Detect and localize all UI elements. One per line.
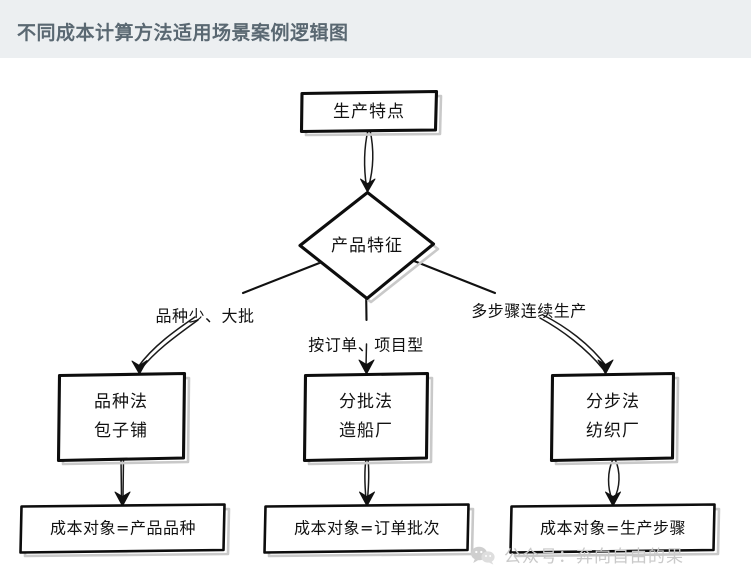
node-decision[interactable]: 产品特征: [298, 190, 440, 304]
node-outcome-middle-box: [263, 503, 470, 554]
node-outcome-left-label: 成本对象=产品品种: [50, 519, 196, 538]
arrow-head-icon: [359, 491, 375, 507]
node-method-left[interactable]: 品种法 包子铺: [56, 371, 191, 466]
arrow-head-icon: [597, 359, 614, 375]
node-outcome-right[interactable]: 成本对象=生产步骤: [509, 503, 721, 558]
node-outcome-right-box: [509, 503, 716, 554]
edge-method-left-to-outcome-left: [114, 458, 131, 507]
edge-label-order: 按订单、项目型: [308, 336, 424, 355]
node-method-middle-box: [302, 371, 430, 463]
arrow-head-icon: [605, 491, 621, 507]
edge-decision-to-method-left: [131, 258, 329, 375]
edge-decision-to-method-right: [407, 257, 614, 375]
node-method-left-box: [56, 371, 187, 463]
page-title: 不同成本计算方法适用场景案例逻辑图: [17, 22, 349, 44]
arrow-head-icon: [358, 359, 375, 375]
edge-label-variety: 品种少、大批: [155, 307, 254, 326]
header-bar: 不同成本计算方法适用场景案例逻辑图: [0, 0, 751, 58]
edge-label-multistep: 多步骤连续生产: [471, 302, 587, 321]
arrow-head-icon: [131, 360, 148, 375]
node-root[interactable]: 生产特点: [299, 89, 443, 137]
diagram-canvas: 生产特点 产品特征 品种少、大批 按订单、项目型 多步骤连续生产 品种法 包子铺: [0, 58, 751, 586]
node-root-label: 生产特点: [333, 102, 405, 122]
edge-method-middle-to-outcome-middle: [359, 458, 375, 507]
node-decision-label: 产品特征: [331, 236, 403, 256]
node-method-left-line1: 品种法: [94, 392, 148, 412]
node-outcome-left-box: [19, 503, 226, 554]
node-root-box: [299, 89, 439, 134]
node-method-middle[interactable]: 分批法 造船厂: [302, 371, 434, 466]
node-method-middle-line2: 造船厂: [339, 421, 393, 441]
node-outcome-left[interactable]: 成本对象=产品品种: [19, 503, 231, 558]
arrow-head-icon: [360, 178, 376, 193]
node-method-middle-line1: 分批法: [339, 392, 393, 412]
node-decision-diamond: [298, 190, 436, 301]
edge-root-to-decision: [360, 129, 376, 193]
node-outcome-right-label: 成本对象=生产步骤: [540, 519, 686, 538]
node-method-right-line2: 纺织厂: [586, 421, 640, 441]
arrow-head-icon: [114, 491, 131, 507]
node-method-left-line2: 包子铺: [94, 421, 148, 441]
node-outcome-middle[interactable]: 成本对象=订单批次: [263, 503, 475, 558]
edge-method-right-to-outcome-right: [605, 458, 621, 507]
node-method-right[interactable]: 分步法 纺织厂: [549, 371, 680, 466]
node-outcome-middle-label: 成本对象=订单批次: [294, 519, 440, 538]
node-method-right-line1: 分步法: [586, 392, 640, 412]
flowchart-svg: 生产特点 产品特征 品种少、大批 按订单、项目型 多步骤连续生产 品种法 包子铺: [19, 89, 721, 558]
node-method-right-box: [549, 371, 676, 463]
